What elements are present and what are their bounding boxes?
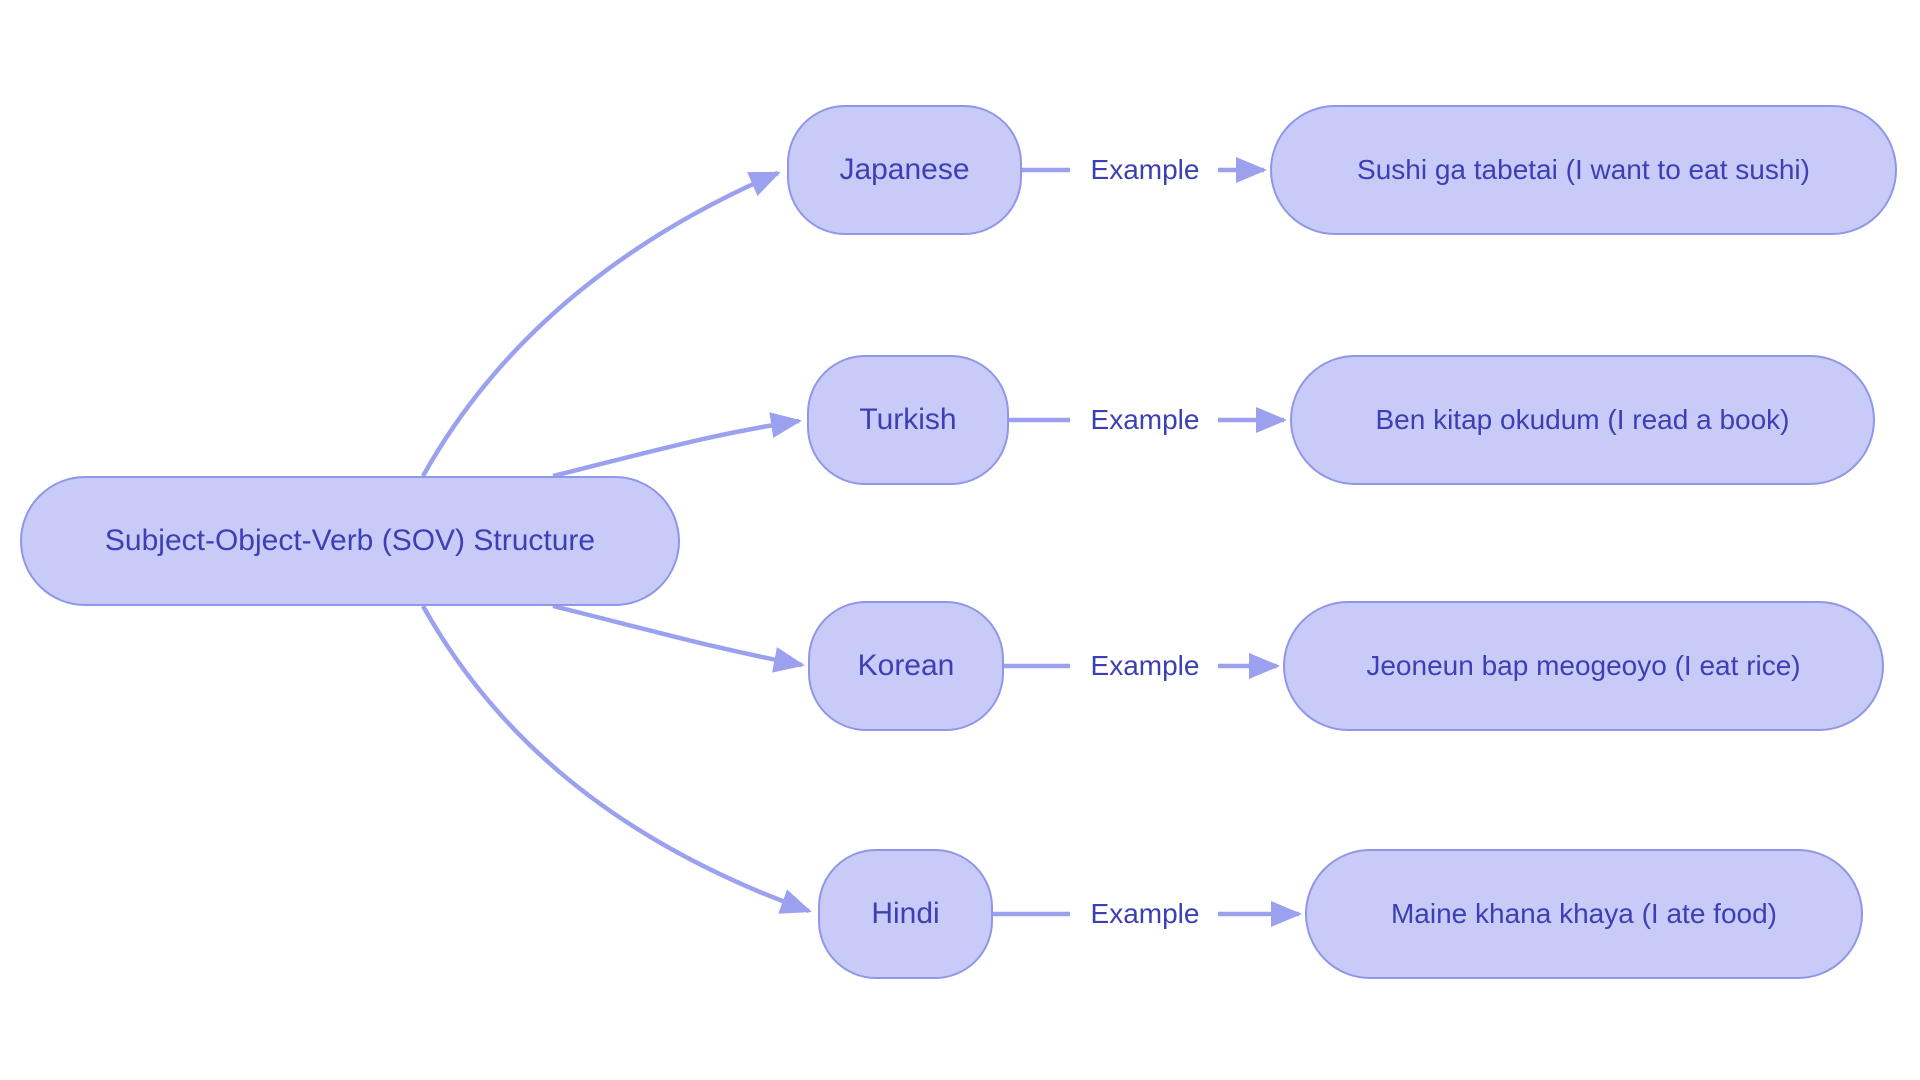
- example-node-turkish: Ben kitap okudum (I read a book): [1290, 355, 1875, 485]
- example-node-label: Ben kitap okudum (I read a book): [1375, 404, 1790, 435]
- example-node-label: Sushi ga tabetai (I want to eat sushi): [1357, 154, 1810, 185]
- language-node-label: Hindi: [871, 897, 940, 930]
- language-node-label: Korean: [857, 649, 955, 682]
- root-node-sov-structure: Subject-Object-Verb (SOV) Structure: [20, 476, 680, 606]
- language-node-label: Turkish: [859, 403, 957, 436]
- example-node-label: Jeoneun bap meogeoyo (I eat rice): [1366, 650, 1801, 681]
- edge-label-example-korean: Example: [1086, 650, 1204, 682]
- example-node-hindi: Maine khana khaya (I ate food): [1305, 849, 1863, 979]
- edge-root-to-turkish: [552, 412, 802, 479]
- language-node-label: Japanese: [839, 153, 970, 186]
- edge-label-example-japanese: Example: [1086, 154, 1204, 186]
- example-node-japanese: Sushi ga tabetai (I want to eat sushi): [1270, 105, 1897, 235]
- example-node-korean: Jeoneun bap meogeoyo (I eat rice): [1283, 601, 1884, 731]
- edge-root-to-japanese: [421, 170, 781, 478]
- example-node-label: Maine khana khaya (I ate food): [1390, 898, 1777, 929]
- edge-root-to-korean: [552, 603, 805, 673]
- edge-root-to-hindi: [421, 604, 812, 914]
- language-node-hindi: Hindi: [818, 849, 993, 979]
- language-node-korean: Korean: [808, 601, 1004, 731]
- edge-label-example-hindi: Example: [1086, 898, 1204, 930]
- language-node-japanese: Japanese: [787, 105, 1022, 235]
- root-node-label: Subject-Object-Verb (SOV) Structure: [104, 524, 596, 557]
- edge-label-example-turkish: Example: [1086, 404, 1204, 436]
- language-node-turkish: Turkish: [807, 355, 1009, 485]
